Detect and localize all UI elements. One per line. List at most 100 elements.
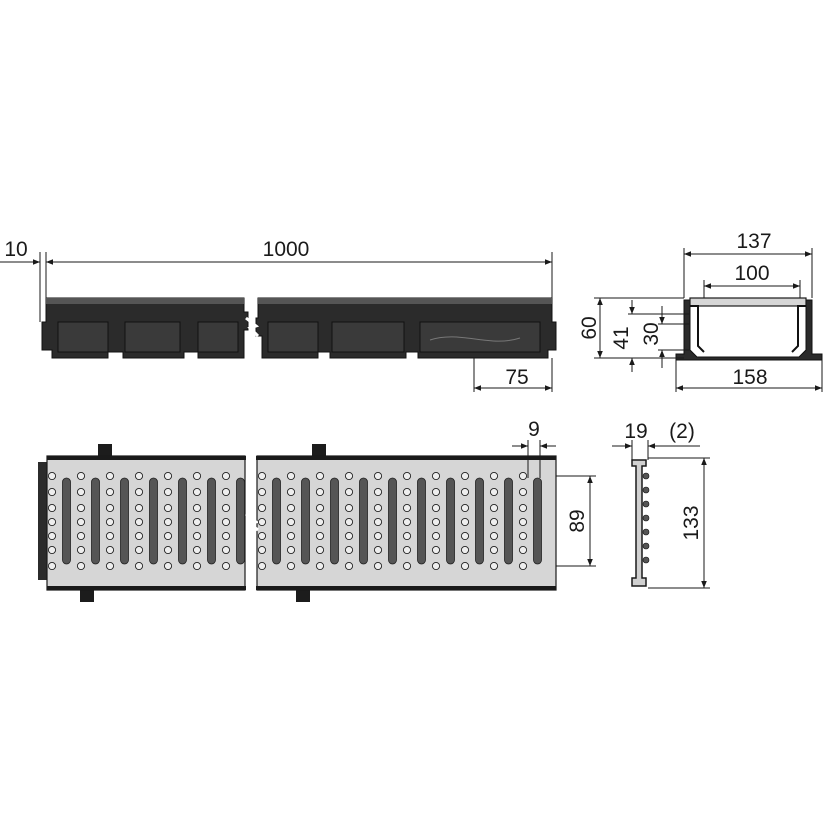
label-length: 1000 xyxy=(263,238,310,261)
grate-hole xyxy=(518,561,528,571)
grate-slot xyxy=(272,477,281,565)
grate-hole xyxy=(163,487,173,497)
grate-hole xyxy=(192,545,202,555)
grate-hole xyxy=(286,531,296,541)
dimension-profile: 19 (2) 133 xyxy=(612,420,710,589)
grate-hole xyxy=(163,561,173,571)
grate-hole xyxy=(134,561,144,571)
profile-bump xyxy=(642,486,650,494)
grate-hole xyxy=(431,517,441,527)
grate-hole xyxy=(286,545,296,555)
grate-hole xyxy=(163,545,173,555)
grate-break-mark xyxy=(245,512,260,532)
grate-hole xyxy=(518,487,528,497)
grate-hole xyxy=(402,471,412,481)
grate-hole xyxy=(105,503,115,513)
grate-hole xyxy=(192,487,202,497)
grate-tab-3 xyxy=(80,590,94,602)
grate-slot xyxy=(475,477,484,565)
label-grate-thickness: (2) xyxy=(669,420,695,443)
grate-hole xyxy=(47,503,57,513)
grate-hole xyxy=(373,531,383,541)
grate-hole xyxy=(373,517,383,527)
grate-slot xyxy=(62,477,71,565)
outlet-curve xyxy=(429,336,521,342)
grate-hole xyxy=(134,487,144,497)
grate-hole xyxy=(286,561,296,571)
grate-slot xyxy=(359,477,368,565)
grate-tab-1 xyxy=(98,444,112,456)
section-frame-right xyxy=(791,305,806,353)
channel-cross-section xyxy=(675,297,823,361)
profile-bump xyxy=(642,528,650,536)
profile-bump xyxy=(642,472,650,480)
grate-hole xyxy=(431,561,441,571)
grate-hole xyxy=(192,471,202,481)
grate-hole xyxy=(286,487,296,497)
grate-hole xyxy=(76,471,86,481)
grate-hole xyxy=(76,561,86,571)
grate-hole xyxy=(76,517,86,527)
grate-hole xyxy=(518,503,528,513)
grate-hole xyxy=(221,545,231,555)
grate-hole xyxy=(489,517,499,527)
dimension-section-widths: 137 100 158 xyxy=(675,230,823,392)
dimension-grate: 9 89 xyxy=(512,418,596,567)
grate-hole xyxy=(192,503,202,513)
grate-hole xyxy=(221,487,231,497)
grate-hole xyxy=(47,517,57,527)
grate-slot xyxy=(417,477,426,565)
grate-hole xyxy=(257,487,267,497)
grate-slot xyxy=(178,477,187,565)
grate-hole xyxy=(402,503,412,513)
grate-hole xyxy=(402,561,412,571)
grate-hole xyxy=(373,561,383,571)
grate-hole xyxy=(257,471,267,481)
grate-hole xyxy=(105,517,115,527)
channel-left-ridges xyxy=(46,298,244,304)
label-outer-width: 137 xyxy=(736,230,771,253)
grate-hole xyxy=(192,517,202,527)
grate-hole xyxy=(518,471,528,481)
grate-slot xyxy=(446,477,455,565)
dimension-outlet-offset: 75 xyxy=(473,358,553,392)
grate-hole xyxy=(105,545,115,555)
grate-slot xyxy=(236,477,245,565)
grate-hole xyxy=(315,531,325,541)
grate-hole xyxy=(221,531,231,541)
grate-bottom-edge xyxy=(47,586,556,590)
grate-hole xyxy=(221,561,231,571)
grate-hole xyxy=(76,503,86,513)
grate-hole xyxy=(402,487,412,497)
section-grate xyxy=(689,297,807,307)
label-grate-width: 89 xyxy=(566,509,589,532)
grate-hole xyxy=(76,487,86,497)
grate-hole xyxy=(286,517,296,527)
grate-hole xyxy=(47,487,57,497)
grate-slot xyxy=(330,477,339,565)
grate-hole xyxy=(315,545,325,555)
break-mark xyxy=(245,316,260,338)
grate-hole xyxy=(47,561,57,571)
grate-hole xyxy=(460,545,470,555)
grate-slot xyxy=(91,477,100,565)
label-inner-depth: 41 xyxy=(610,326,633,349)
grate-hole xyxy=(489,487,499,497)
grate-hole xyxy=(105,531,115,541)
grate-hole xyxy=(373,545,383,555)
grate-hole xyxy=(221,503,231,513)
grate-hole xyxy=(163,503,173,513)
label-profile-height: 19 xyxy=(624,420,647,443)
label-outlet-offset: 75 xyxy=(505,366,528,389)
grate-hole xyxy=(192,531,202,541)
grate-hole xyxy=(315,471,325,481)
profile-bump xyxy=(642,556,650,564)
profile-bump xyxy=(642,514,650,522)
grate-top-edge xyxy=(47,456,556,460)
grate-hole xyxy=(221,471,231,481)
grate-hole xyxy=(286,503,296,513)
section-body xyxy=(675,299,823,361)
label-inner-width: 100 xyxy=(734,262,769,285)
grate-hole xyxy=(489,561,499,571)
grate-hole xyxy=(344,471,354,481)
